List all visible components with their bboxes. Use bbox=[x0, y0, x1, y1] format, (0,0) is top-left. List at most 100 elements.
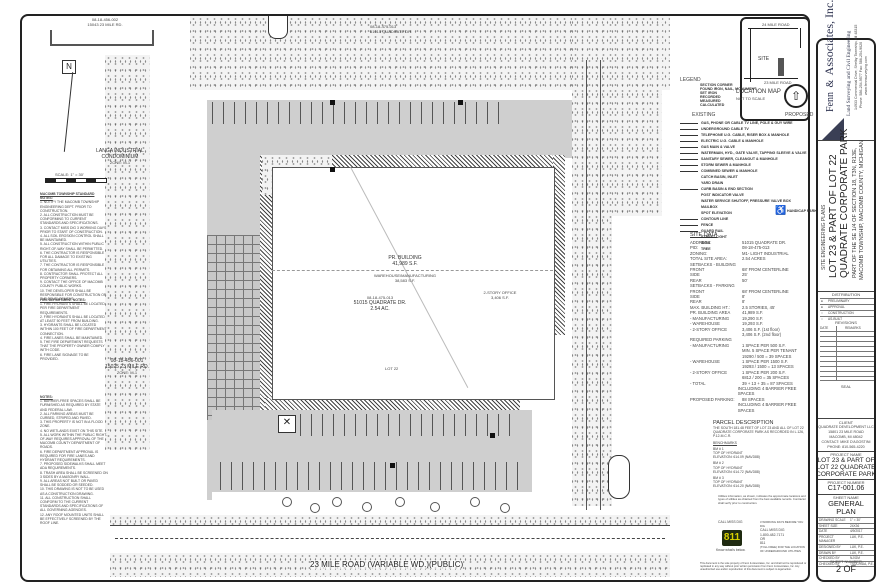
project-location-line2: MACOMB TOWNSHIP, MACOMB COUNTY, MICHIGAN bbox=[859, 140, 865, 280]
project-name-block: PROJECT NAME LOT 23 & PART OF LOT 22 QUA… bbox=[816, 452, 876, 478]
tree-icon bbox=[282, 497, 292, 507]
legend-items: GAS, PHONE OR CABLE TV LINE, POLE & GUY … bbox=[680, 120, 810, 252]
title-block-divider bbox=[818, 494, 874, 495]
tree-icon bbox=[332, 497, 342, 507]
south-lawn bbox=[212, 492, 572, 512]
north-neighbor-label: 08-18-475-013 51015 QUADRATE DR. bbox=[370, 24, 413, 34]
parking-stalls-north bbox=[212, 102, 502, 124]
tree-icon bbox=[362, 502, 372, 512]
title-block-divider bbox=[818, 140, 874, 141]
project-number-block: PROJECT NUMBER C17-001.06 bbox=[827, 480, 865, 492]
location-map-road-label: 24 MILE ROAD bbox=[762, 22, 790, 27]
tree-icon bbox=[470, 497, 480, 507]
road-centerline bbox=[115, 538, 665, 539]
project-location-line1: PART OF THE SE 1/4 OF SECTION 18, T3N, R… bbox=[852, 147, 858, 278]
plan-type: SITE ENGINEERING PLANS bbox=[821, 204, 827, 270]
company-name: Fenn & Associates, Inc. bbox=[822, 0, 836, 112]
handicap-parking-icon: ♿ bbox=[775, 205, 787, 215]
sheet-name-block: SHEET NAME GENERAL PLAN bbox=[828, 495, 864, 516]
location-map-road-v bbox=[750, 28, 751, 82]
tree-icon bbox=[395, 497, 405, 507]
building-label: PR. BUILDING 41,989 S.F. bbox=[388, 255, 422, 267]
company-tagline: Land Surveying and Civil Engineering bbox=[846, 30, 852, 116]
revisions-table: DATE REMARKS bbox=[820, 326, 874, 381]
light-pole bbox=[490, 433, 495, 438]
office-label: 2-STORY OFFICE 3,406 S.F. bbox=[483, 290, 517, 300]
langa-condo-label: LANGA INDUSTRIAL CONDOMINIUM ZONE: M-1 bbox=[96, 148, 144, 165]
sheet-number-block: SHEET NUMBER 2 OF bbox=[830, 559, 862, 574]
boulevard-island bbox=[608, 455, 630, 499]
west-neighbor-top-box bbox=[50, 30, 154, 46]
general-notes: NOTES: 1. BARRIER-FREE SPACES SHALL BE F… bbox=[40, 395, 108, 526]
paver-grid-west bbox=[207, 235, 262, 420]
scale-label: SCALE: 1" = 30' bbox=[55, 172, 84, 177]
distribution-title: DISTRIBUTION bbox=[831, 292, 861, 297]
drawing-frame bbox=[20, 14, 810, 582]
parcel-description: PARCEL DESCRIPTION THE SOUTH 181.48 FEET… bbox=[713, 420, 804, 489]
east-drive-line bbox=[586, 60, 587, 510]
dumpster-enclosure: ✕ bbox=[278, 415, 296, 433]
miss-dig-811-logo: 811 bbox=[722, 530, 742, 546]
tree-icon bbox=[430, 502, 440, 512]
driveway-island-top bbox=[268, 16, 288, 39]
client-info: CLIENT QUADRATE DEVELOPMENT LLC 15801 23… bbox=[818, 420, 874, 449]
building-divider-line bbox=[272, 270, 553, 271]
miss-dig-left-label: CALL MISS DIG bbox=[718, 520, 743, 524]
parking-stalls-south-upper bbox=[300, 414, 510, 436]
road-name-label: 23 MILE ROAD (VARIABLE WD.)(PUBLIC) bbox=[310, 560, 464, 569]
east-boulevard bbox=[612, 16, 662, 216]
company-web: www.fennsurveying.com bbox=[864, 56, 868, 95]
west-neighbor-top-label: 08-18-456-002 15043 23 MILE RD. bbox=[87, 17, 123, 27]
building-walkway-south bbox=[265, 398, 520, 410]
title-block-divider bbox=[818, 451, 874, 452]
west-neighbor-landscape bbox=[105, 55, 150, 450]
building-walkway-east bbox=[553, 155, 565, 335]
seal-label: SEAL bbox=[840, 384, 852, 389]
copyright-notice: This document is the sole property of Fe… bbox=[700, 562, 807, 572]
location-map-site-label: SITE bbox=[758, 56, 770, 62]
road-surface bbox=[110, 525, 670, 555]
light-pole bbox=[330, 167, 335, 172]
east-drive-line bbox=[600, 60, 601, 510]
company-logo-icon bbox=[822, 118, 844, 140]
building-walkway-north bbox=[260, 155, 565, 167]
tree-icon bbox=[500, 503, 510, 513]
distribution-list: ●PRELIMINARY ●APPROVAL ○CONSTRUCTION ○AS… bbox=[820, 298, 874, 322]
fire-notes: FIRE DEPARTMENT NOTES: 1. FIRE HYDRANTS … bbox=[40, 298, 107, 361]
legend-proposed-label: PROPOSED bbox=[785, 112, 814, 118]
title-block-divider bbox=[818, 291, 874, 292]
tree-icon bbox=[310, 503, 320, 513]
location-map-road-h bbox=[744, 78, 798, 79]
location-map-road-v bbox=[800, 28, 801, 48]
building-use-label: WAREHOUSE/MANUFACTURING 38,583 S.F. bbox=[373, 273, 437, 283]
parking-stalls-south bbox=[220, 462, 520, 490]
light-pole bbox=[390, 463, 395, 468]
building-walkway-west bbox=[260, 155, 272, 410]
site-data: SITE DATA ADDRESS:51015 QUADRATE DR. PID… bbox=[690, 232, 797, 413]
legend: LEGEND SECTION CORNER FOUND IRON, NAIL, … bbox=[680, 77, 757, 108]
title-block-divider bbox=[818, 418, 874, 419]
handicap-parking-label: HANDICAP PARKING bbox=[787, 209, 824, 213]
road-north-verge bbox=[110, 515, 670, 525]
revisions-title: REVISIONS bbox=[835, 320, 857, 325]
east-landscape-strip bbox=[572, 16, 612, 506]
light-pole bbox=[330, 100, 335, 105]
light-pole bbox=[458, 100, 463, 105]
west-neighbor-bottom-label: 08-18-456-001 15025 23 MILE RD. ZONE: M-… bbox=[105, 358, 149, 375]
location-map-subtitle: NOT TO SCALE bbox=[736, 96, 766, 101]
building-parcel-label: 08-18-475-013 51015 QUADRATE DR. 2.54 AC… bbox=[353, 295, 407, 312]
lot-22-label: LOT 22 bbox=[385, 366, 399, 371]
location-map-road-h bbox=[748, 28, 798, 29]
north-arrow: N bbox=[62, 60, 76, 74]
location-map-north-arrow-icon: ⇧ bbox=[784, 84, 808, 108]
project-title-line1: LOT 23 & PART OF LOT 22 bbox=[828, 154, 839, 278]
legend-existing-label: EXISTING bbox=[692, 112, 716, 118]
miss-dig-tagline: Know what's below. bbox=[716, 548, 746, 552]
location-map-title: LOCATION MAP bbox=[736, 89, 781, 95]
utility-disclaimer: Utilities information, as shown, indicat… bbox=[718, 494, 806, 505]
title-block-divider bbox=[818, 479, 874, 480]
project-title-line2: QUADRATE CORPORATE PARK bbox=[839, 128, 850, 278]
township-notes: MACOMB TOWNSHIP STANDARD NOTES: 1. NOTIF… bbox=[40, 192, 107, 302]
scale-bar bbox=[45, 178, 107, 183]
